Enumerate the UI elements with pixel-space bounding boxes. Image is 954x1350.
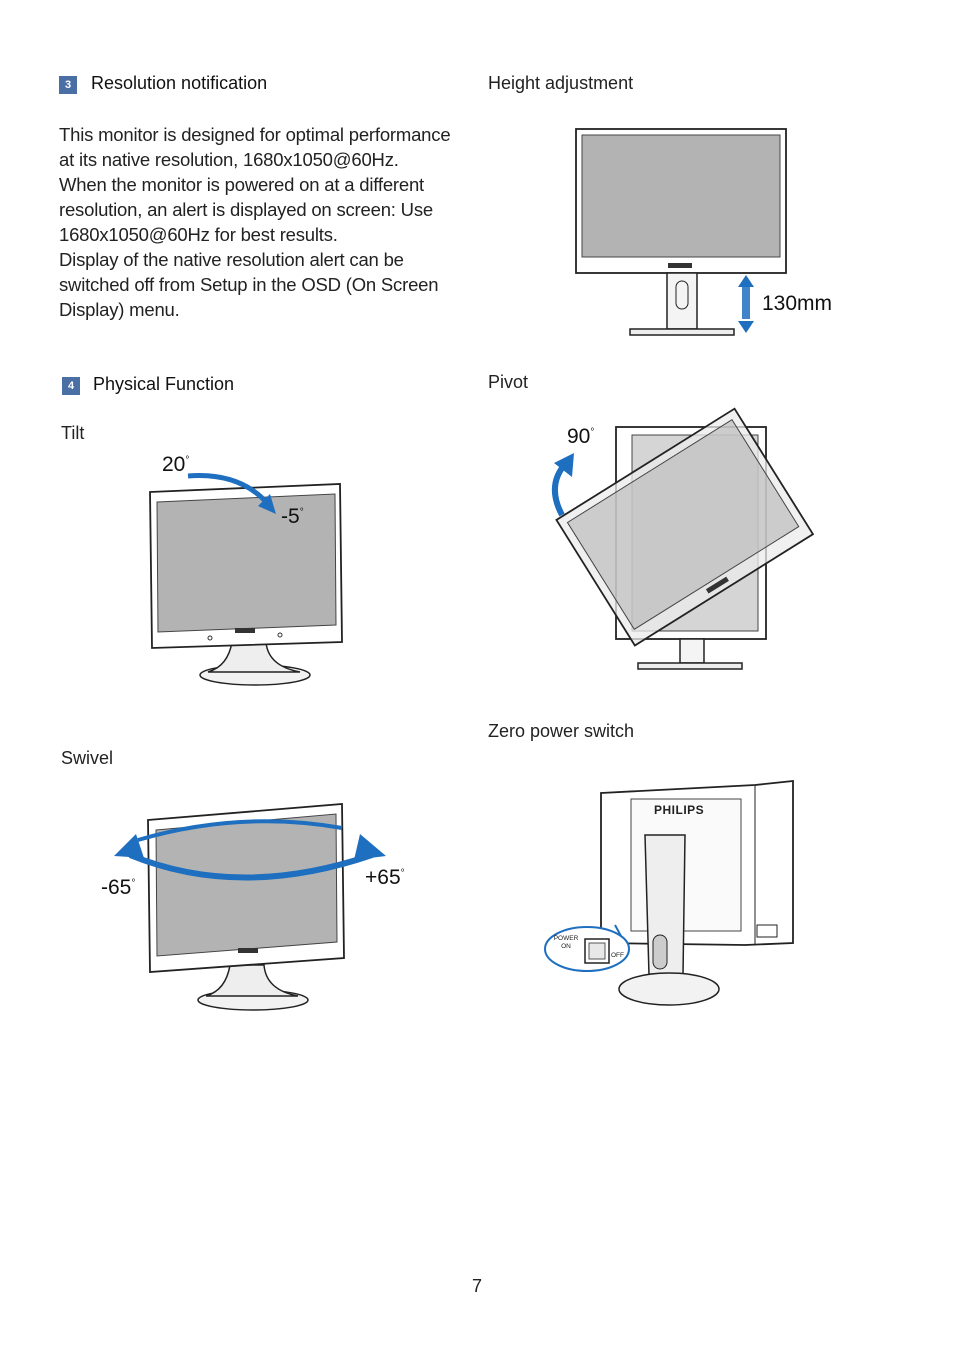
section-number-badge: 4 — [62, 377, 80, 395]
section-number-badge: 3 — [59, 76, 77, 94]
resolution-paragraph: Display of the native resolution alert c… — [59, 249, 439, 320]
switch-off-label: OFF — [611, 952, 624, 959]
swivel-label: Swivel — [61, 748, 114, 768]
height-illustration — [575, 128, 787, 336]
height-label: Height adjustment — [488, 73, 634, 93]
switch-on-label: POWER ON — [553, 935, 579, 950]
degree-symbol: ° — [299, 507, 304, 518]
degree-symbol: ° — [590, 427, 595, 438]
brand-logo-text: PHILIPS — [654, 803, 705, 817]
swivel-angle-left: -65° — [101, 876, 135, 900]
zero-power-illustration — [544, 780, 794, 1006]
tilt-angle-up-value: 20 — [162, 453, 186, 476]
pivot-angle-value: 90 — [567, 425, 591, 448]
degree-symbol: ° — [131, 878, 136, 889]
section-title-resolution: Resolution notification — [91, 73, 268, 93]
page-number: 7 — [471, 1276, 482, 1296]
zero-power-label: Zero power switch — [488, 721, 635, 741]
swivel-angle-left-value: -65 — [101, 876, 132, 899]
degree-symbol: ° — [185, 455, 190, 466]
tilt-illustration — [149, 473, 343, 686]
section-title-physical: Physical Function — [93, 374, 235, 394]
tilt-angle-down-value: -5 — [281, 505, 300, 528]
pivot-label: Pivot — [488, 372, 529, 392]
height-value: 130mm — [762, 292, 833, 315]
tilt-angle-up: 20° — [162, 453, 189, 477]
degree-symbol: ° — [400, 868, 405, 879]
swivel-illustration — [114, 803, 386, 1011]
resolution-body: This monitor is designed for optimal per… — [59, 122, 464, 322]
tilt-angle-down: -5° — [281, 505, 304, 529]
resolution-paragraph: When the monitor is powered on at a diff… — [59, 174, 433, 245]
swivel-angle-right-value: +65 — [365, 866, 401, 889]
swivel-angle-right: +65° — [365, 866, 405, 890]
pivot-angle: 90° — [567, 425, 594, 449]
pivot-illustration — [552, 407, 815, 670]
resolution-paragraph: This monitor is designed for optimal per… — [59, 124, 451, 170]
tilt-label: Tilt — [61, 423, 85, 443]
